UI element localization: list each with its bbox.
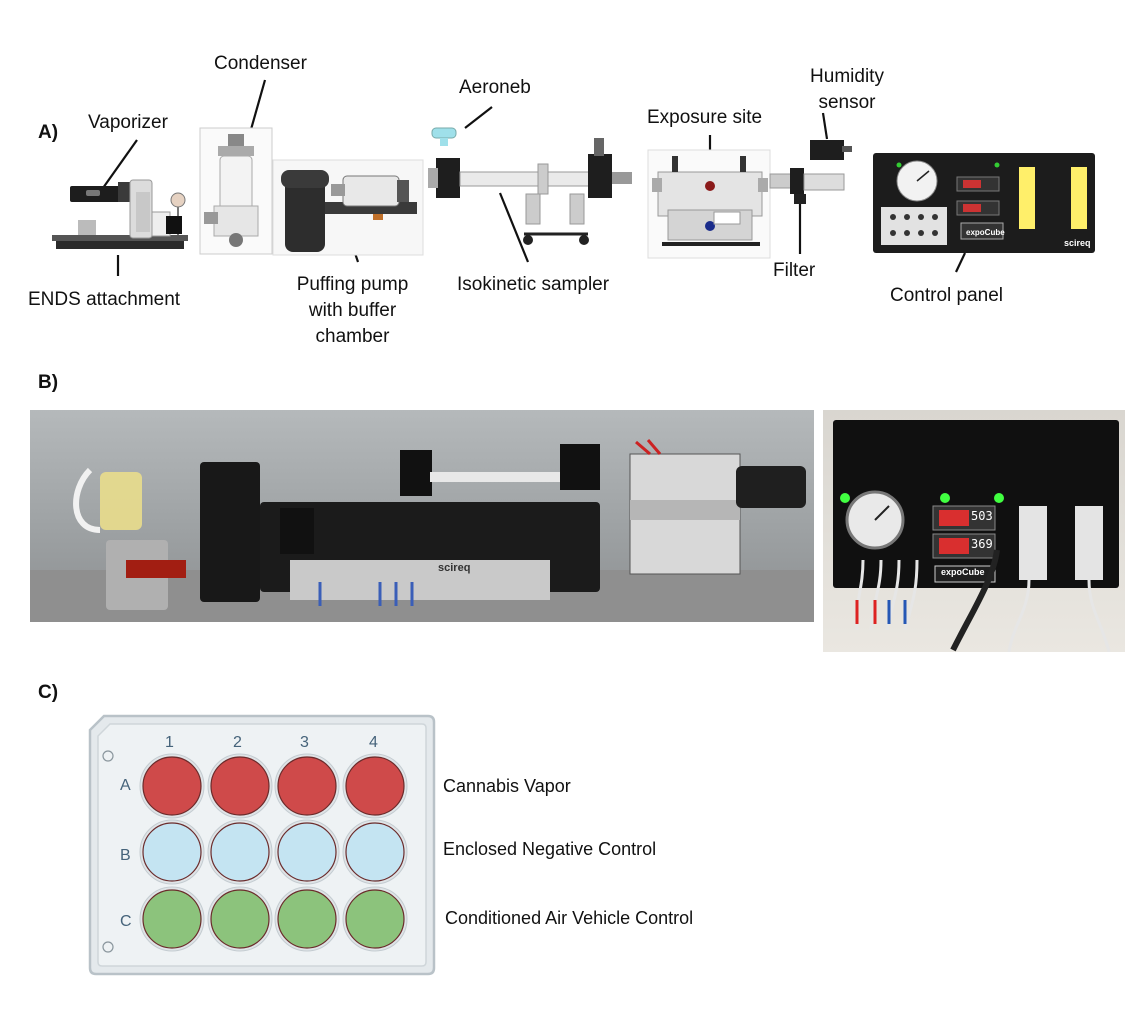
well-b2	[210, 822, 270, 882]
vaporizer-device	[52, 179, 188, 249]
label-puffing-pump: Puffing pump with buffer chamber	[296, 274, 409, 347]
well-b1	[142, 822, 202, 882]
control-unit-photo: 503 369 expoCube	[823, 410, 1125, 652]
plate-col-4: 4	[369, 734, 378, 751]
well-a2	[210, 756, 270, 816]
label-filter: Filter	[773, 260, 816, 281]
panel-a-letter: A)	[38, 122, 59, 143]
setup-photo: scireq	[30, 410, 814, 622]
label-ends-attachment: ENDS attachment	[28, 289, 181, 310]
panel-c-letter: C)	[38, 682, 59, 703]
plate-row-b: B	[120, 847, 131, 864]
control-unit-display-2: 369	[971, 537, 993, 551]
setup-photo-brand: scireq	[438, 562, 471, 574]
condenser-device	[199, 127, 273, 255]
well-c1	[142, 889, 202, 949]
row-label-conditioned-air-vehicle-control: Conditioned Air Vehicle Control	[445, 908, 694, 928]
label-vaporizer: Vaporizer	[88, 112, 168, 133]
label-condenser: Condenser	[214, 53, 307, 74]
control-panel-device-brand: expoCube	[966, 228, 1005, 237]
control-unit-display-1: 503	[971, 509, 993, 523]
plate-col-3: 3	[300, 734, 309, 751]
well-b3	[277, 822, 337, 882]
humidity-filter-device	[769, 140, 852, 204]
control-panel-device-scireq: scireq	[1064, 238, 1091, 248]
control-unit-brand: expoCube	[941, 567, 985, 577]
well-c2	[210, 889, 270, 949]
well-a4	[345, 756, 405, 816]
exposure-site-device	[647, 149, 771, 259]
well-c4	[345, 889, 405, 949]
label-humidity-sensor: Humidity sensor	[810, 66, 884, 113]
aeroneb-device	[428, 127, 632, 245]
label-isokinetic-sampler: Isokinetic sampler	[457, 274, 610, 295]
well-a1	[142, 756, 202, 816]
plate-col-1: 1	[165, 734, 174, 751]
well-b4	[345, 822, 405, 882]
plate-row-c: C	[120, 913, 132, 930]
label-exposure-site: Exposure site	[647, 107, 763, 128]
row-label-cannabis-vapor: Cannabis Vapor	[443, 776, 571, 796]
label-aeroneb: Aeroneb	[459, 77, 531, 98]
plate-row-a: A	[120, 777, 131, 794]
control-panel-device	[873, 153, 1095, 253]
puffing-pump-device	[272, 159, 424, 256]
well-a3	[277, 756, 337, 816]
row-label-enclosed-negative-control: Enclosed Negative Control	[443, 839, 657, 859]
label-control-panel: Control panel	[890, 285, 1004, 306]
plate-col-2: 2	[233, 734, 242, 751]
well-c3	[277, 889, 337, 949]
panel-b-letter: B)	[38, 372, 59, 393]
